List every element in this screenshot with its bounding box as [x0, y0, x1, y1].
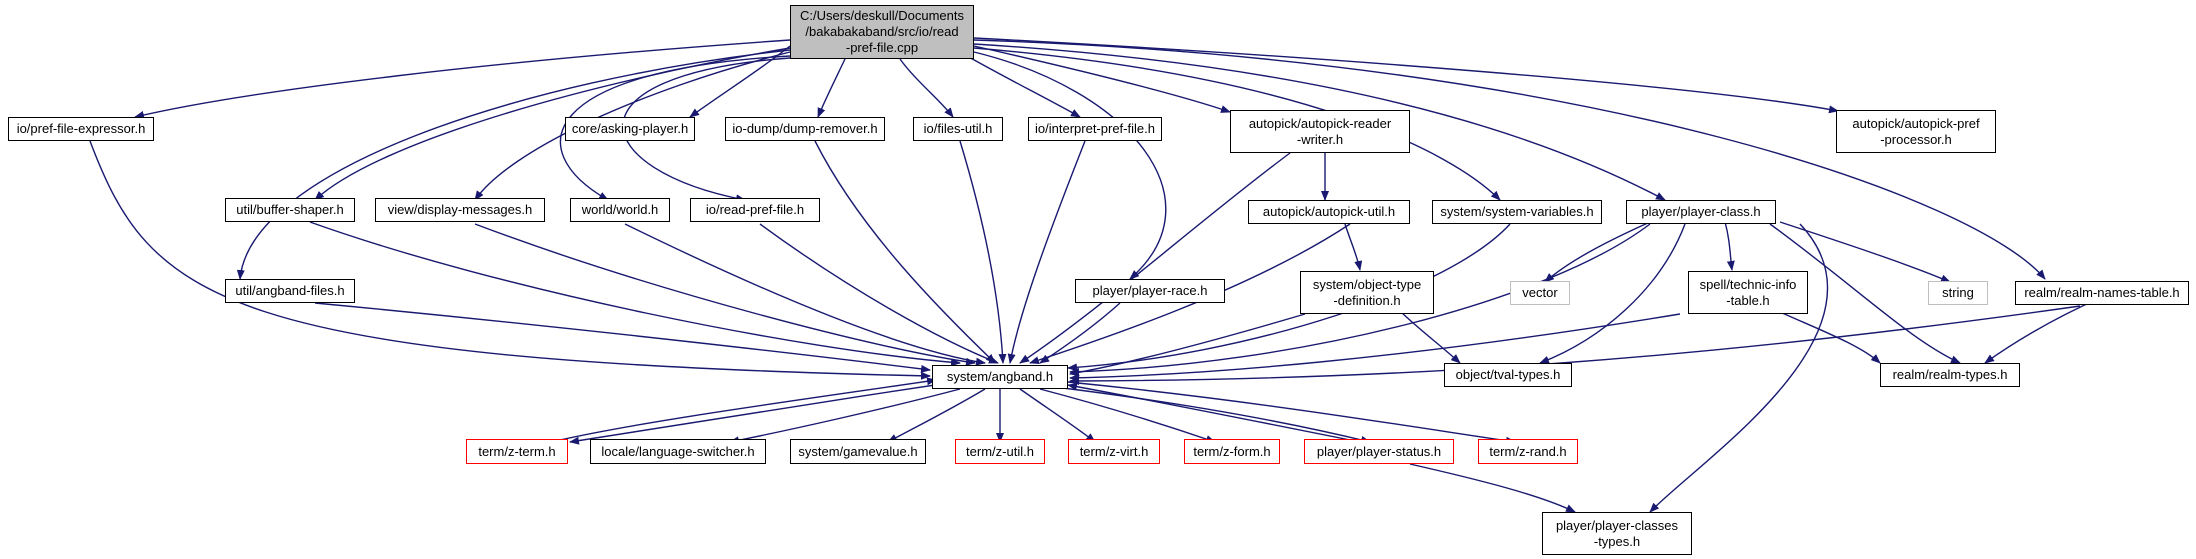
node-z-util[interactable]: term/z-util.h — [955, 439, 1045, 464]
edge — [1019, 152, 1291, 364]
edge — [1539, 223, 1686, 364]
edge — [569, 384, 936, 445]
edge — [887, 388, 986, 443]
edge — [314, 302, 931, 373]
node-gamevalue[interactable]: system/gamevalue.h — [790, 439, 926, 464]
edge — [559, 377, 937, 441]
edge — [1344, 223, 1363, 271]
node-world[interactable]: world/world.h — [570, 198, 670, 222]
node-string: string — [1928, 281, 1988, 305]
edge — [1019, 388, 1096, 443]
edge — [559, 55, 791, 201]
node-pref-file-expressor[interactable]: io/pref-file-expressor.h — [8, 117, 154, 141]
node-root-file: C:/Users/deskull/Documents /bakabakaband… — [790, 5, 974, 59]
edge — [973, 39, 2046, 280]
node-player-classes-types[interactable]: player/player-classes -types.h — [1542, 512, 1692, 555]
edge — [1069, 223, 1651, 376]
edge — [959, 140, 1007, 364]
edge — [624, 223, 986, 366]
edge — [973, 45, 1231, 113]
node-autopick-util[interactable]: autopick/autopick-util.h — [1248, 200, 1410, 224]
edge — [1067, 381, 1516, 445]
node-read-pref-file-h[interactable]: io/read-pref-file.h — [690, 198, 820, 222]
edge — [973, 43, 1666, 201]
node-player-status[interactable]: player/player-status.h — [1304, 439, 1454, 464]
edge — [236, 49, 791, 280]
edge — [1029, 223, 1351, 364]
edge — [1067, 223, 1511, 372]
node-z-term[interactable]: term/z-term.h — [466, 439, 568, 464]
edge — [1769, 223, 1961, 364]
node-autopick-reader-writer[interactable]: autopick/autopick-reader -writer.h — [1230, 110, 1410, 153]
node-technic-info-table[interactable]: spell/technic-info -table.h — [1688, 271, 1808, 314]
node-display-messages[interactable]: view/display-messages.h — [375, 198, 545, 222]
node-language-switcher[interactable]: locale/language-switcher.h — [590, 439, 766, 464]
node-tval-types[interactable]: object/tval-types.h — [1444, 363, 1572, 387]
node-realm-types[interactable]: realm/realm-types.h — [1880, 363, 2020, 387]
node-interpret-pref-file[interactable]: io/interpret-pref-file.h — [1028, 117, 1162, 141]
node-angband-files[interactable]: util/angband-files.h — [225, 279, 355, 303]
edge — [1724, 221, 1735, 271]
node-vector: vector — [1510, 281, 1570, 305]
edge — [1544, 221, 1651, 283]
edge — [1039, 388, 1216, 443]
edge — [973, 37, 1839, 114]
node-realm-names-table[interactable]: realm/realm-names-table.h — [2015, 281, 2189, 305]
edge — [1069, 313, 1681, 382]
node-files-util[interactable]: io/files-util.h — [913, 117, 1003, 141]
edge — [759, 223, 999, 364]
edge — [899, 58, 954, 118]
edge — [1984, 297, 2101, 364]
node-dump-remover[interactable]: io-dump/dump-remover.h — [725, 117, 885, 141]
node-z-virt[interactable]: term/z-virt.h — [1068, 439, 1160, 464]
node-buffer-shaper[interactable]: util/buffer-shaper.h — [225, 198, 355, 222]
node-object-type-definition[interactable]: system/object-type -definition.h — [1300, 271, 1434, 314]
node-system-variables[interactable]: system/system-variables.h — [1432, 200, 1602, 224]
node-player-class[interactable]: player/player-class.h — [1626, 200, 1776, 224]
edge — [134, 39, 791, 119]
node-player-race[interactable]: player/player-race.h — [1075, 279, 1225, 303]
edge — [729, 388, 961, 445]
edge — [314, 47, 791, 201]
edge — [814, 140, 996, 364]
edge — [1649, 223, 1829, 513]
edge — [1067, 382, 1361, 443]
node-autopick-pref-processor[interactable]: autopick/autopick-pref -processor.h — [1836, 110, 1996, 153]
edges — [89, 37, 2101, 513]
edge — [1054, 386, 1371, 444]
edge — [817, 58, 846, 118]
edge — [1007, 140, 1086, 364]
node-z-form[interactable]: term/z-form.h — [1184, 439, 1280, 464]
edge — [1069, 313, 1306, 377]
edge — [1409, 463, 1576, 513]
edge — [309, 221, 961, 367]
edge — [1039, 302, 1121, 364]
node-z-rand[interactable]: term/z-rand.h — [1478, 439, 1578, 464]
node-system-angband[interactable]: system/angband.h — [932, 365, 1068, 389]
edge — [973, 51, 1167, 280]
edge — [959, 51, 1081, 118]
node-asking-player[interactable]: core/asking-player.h — [565, 117, 695, 141]
edge — [89, 140, 931, 380]
edge — [1400, 311, 1461, 364]
edge — [474, 223, 976, 366]
